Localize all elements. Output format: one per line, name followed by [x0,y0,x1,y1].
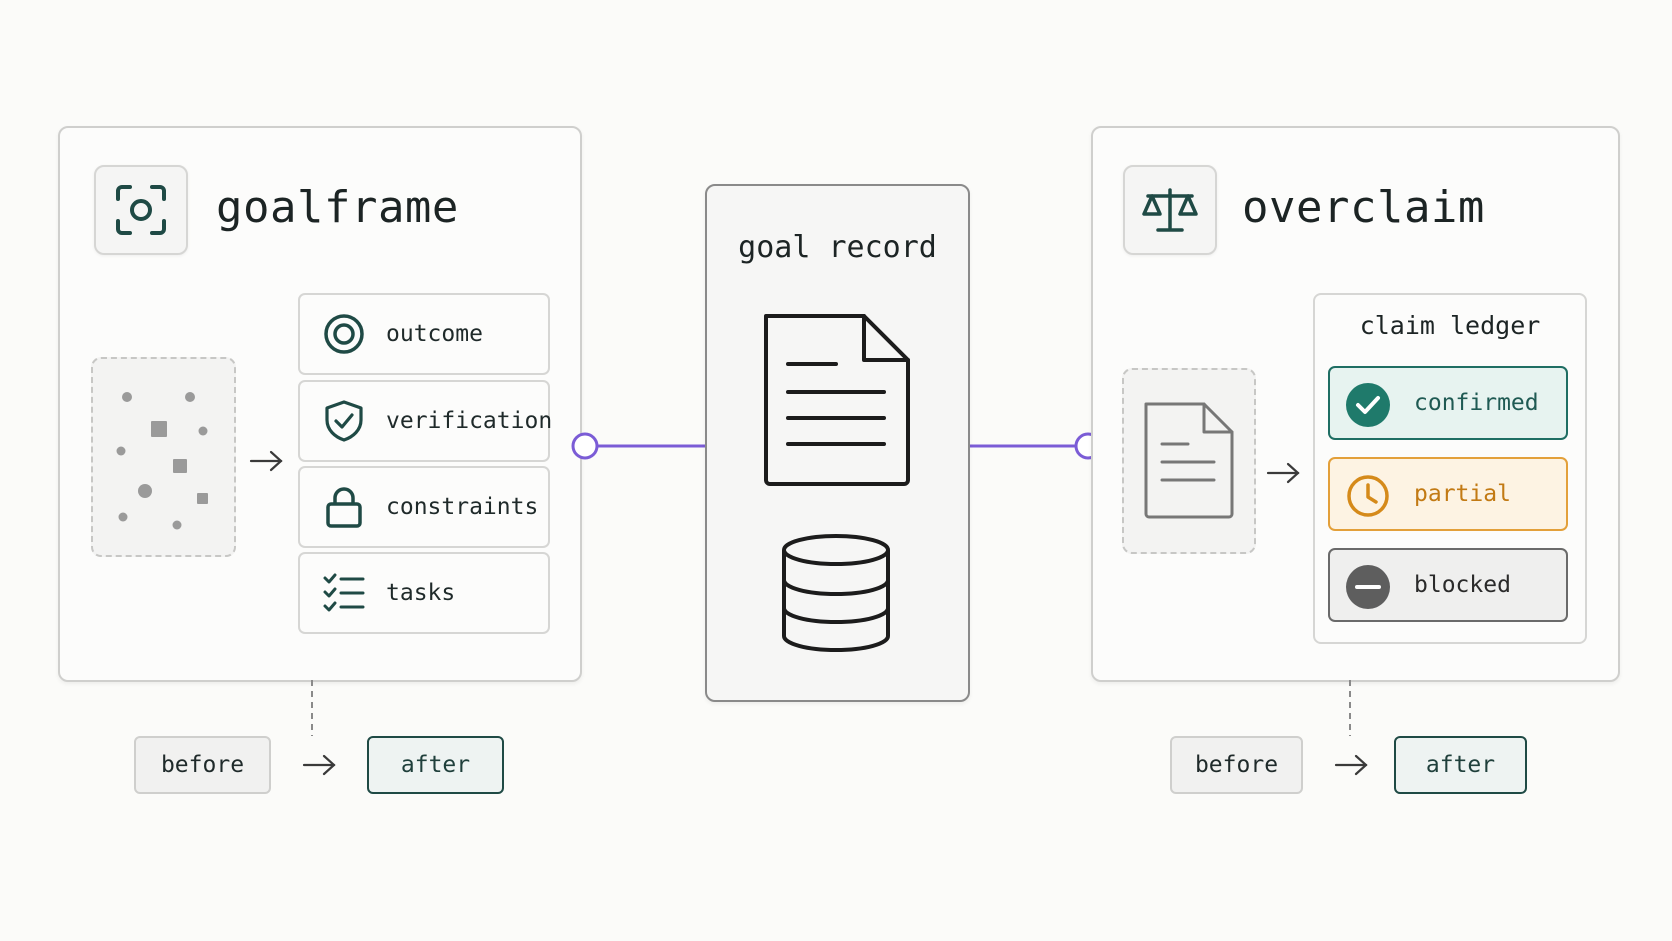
item-outcome[interactable]: outcome [298,293,550,375]
minus-circle-icon [1346,565,1390,609]
lock-icon [326,487,362,528]
unstructured-input-box [91,357,236,557]
target-icon [324,314,364,354]
goal-record-title: goal record [738,230,937,265]
focus-frame-icon [116,185,166,235]
status-blocked[interactable]: blocked [1328,548,1568,622]
overclaim-before-after-arrow [1334,754,1368,776]
claim-input-box [1122,368,1256,554]
item-verification-label: verification [386,408,553,434]
goalframe-after-button[interactable]: after [367,736,504,794]
status-partial[interactable]: partial [1328,457,1568,531]
item-constraints-label: constraints [386,494,539,520]
overclaim-title: overclaim [1242,182,1485,233]
item-tasks-label: tasks [386,580,456,606]
document-icon [764,314,910,486]
left-dashed-connector [311,680,313,736]
goalframe-before-button[interactable]: before [134,736,271,794]
scattered-dots [116,392,208,530]
item-outcome-label: outcome [386,321,483,347]
right-flow-arrow [1266,462,1300,484]
status-blocked-label: blocked [1414,572,1511,598]
scales-icon [1142,188,1198,232]
checklist-icon [323,573,365,612]
overclaim-after-button[interactable]: after [1394,736,1527,794]
check-circle-icon [1346,383,1390,427]
right-connector [968,432,1102,460]
goalframe-title: goalframe [216,182,459,233]
left-flow-arrow [249,450,283,472]
database-icon [782,534,890,652]
right-dashed-connector [1349,680,1351,736]
claim-ledger-title: claim ledger [1359,311,1541,340]
clock-icon [1347,475,1389,517]
goalframe-before-after-arrow [302,754,336,776]
document-icon [1144,402,1234,519]
item-constraints[interactable]: constraints [298,466,550,548]
status-partial-label: partial [1414,481,1511,507]
item-tasks[interactable]: tasks [298,552,550,634]
overclaim-icon-tile [1123,165,1217,255]
shield-check-icon [325,400,363,442]
status-confirmed[interactable]: confirmed [1328,366,1568,440]
overclaim-before-button[interactable]: before [1170,736,1303,794]
goalframe-icon-tile [94,165,188,255]
left-connector [571,432,706,460]
item-verification[interactable]: verification [298,380,553,462]
status-confirmed-label: confirmed [1414,390,1539,416]
